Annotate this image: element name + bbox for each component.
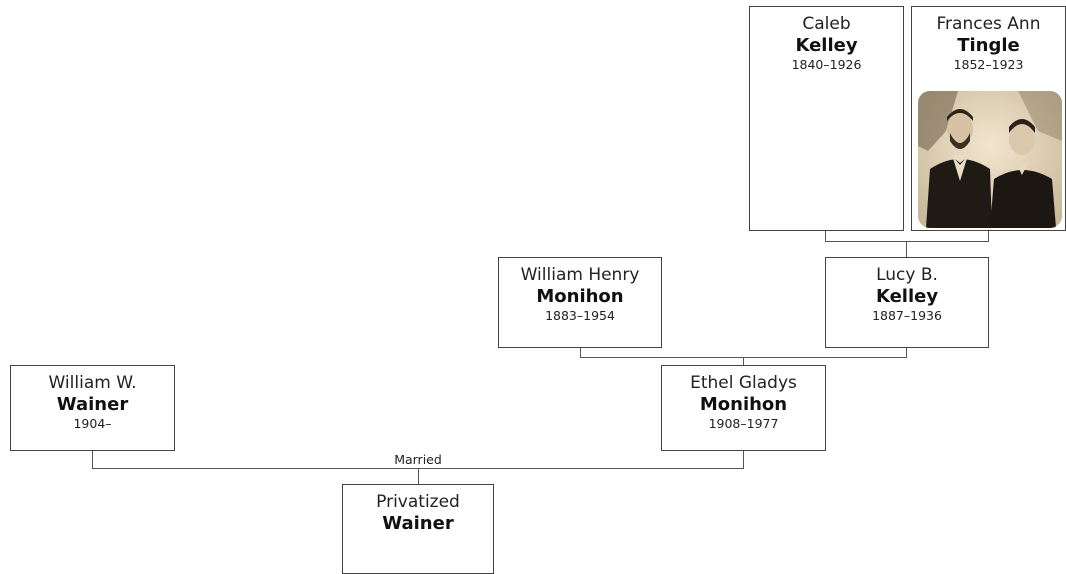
person-dates: 1887–1936 (872, 308, 942, 323)
person-dates: 1904– (73, 416, 112, 431)
person-first-name: Caleb (802, 14, 851, 34)
person-last-name: Wainer (382, 513, 454, 534)
person-last-name: Kelley (795, 35, 858, 56)
person-first-name: Lucy B. (876, 265, 938, 285)
connector-line (906, 241, 907, 257)
person-first-name: William W. (48, 373, 137, 393)
person-william-w-wainer[interactable]: William W. Wainer 1904– (10, 365, 175, 451)
connector-line (825, 230, 826, 242)
portrait-photo[interactable] (918, 91, 1062, 228)
person-last-name: Wainer (56, 394, 129, 415)
married-label: Married (388, 452, 448, 468)
person-last-name: Monihon (699, 394, 788, 415)
connector-line (743, 450, 744, 469)
connector-line (580, 347, 581, 358)
person-last-name: Tingle (957, 35, 1020, 56)
person-ethel-gladys-monihon[interactable]: Ethel Gladys Monihon 1908–1977 (661, 365, 826, 451)
connector-line (906, 347, 907, 358)
person-privatized-wainer[interactable]: Privatized Wainer (342, 484, 494, 574)
connector-line (988, 230, 989, 242)
person-caleb-kelley[interactable]: Caleb Kelley 1840–1926 (749, 6, 904, 231)
person-dates: 1908–1977 (708, 416, 779, 431)
connector-line (418, 468, 419, 484)
person-first-name: Privatized (376, 492, 460, 512)
connector-line (92, 450, 93, 469)
connector-line (743, 357, 744, 365)
person-dates: 1883–1954 (545, 308, 615, 323)
person-frances-ann-tingle[interactable]: Frances Ann Tingle 1852–1923 (911, 6, 1066, 231)
person-lucy-b-kelley[interactable]: Lucy B. Kelley 1887–1936 (825, 257, 989, 348)
person-last-name: Monihon (536, 286, 624, 307)
person-william-henry-monihon[interactable]: William Henry Monihon 1883–1954 (498, 257, 662, 348)
person-first-name: William Henry (520, 265, 640, 285)
person-last-name: Kelley (875, 286, 939, 307)
connector-line (825, 241, 989, 242)
person-dates: 1840–1926 (791, 57, 862, 72)
person-first-name: Frances Ann (936, 14, 1041, 34)
person-dates: 1852–1923 (953, 57, 1024, 72)
person-first-name: Ethel Gladys (690, 373, 797, 393)
